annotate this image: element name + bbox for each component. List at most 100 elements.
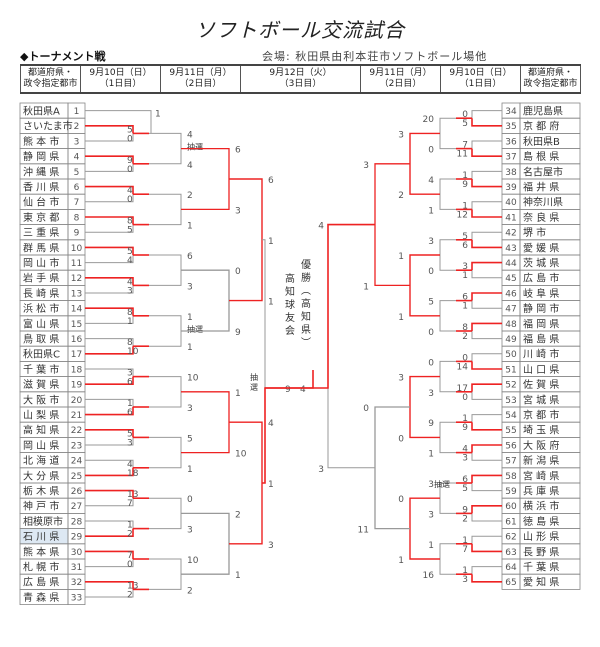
left-team-name: 沖 縄 県 [23,165,59,178]
left-r1-score: 9 [127,156,133,166]
left-r1-score: 1 [127,399,133,409]
header-day1-right: 9月10日（日） （1日目） [440,64,521,94]
left-r1-score: 10 [127,347,139,357]
right-team-number: 59 [505,487,517,497]
left-r1-score: 8 [127,338,133,348]
left-r1-score: 0 [127,165,133,175]
left-r4-bracket [229,178,263,302]
left-team-number: 8 [74,213,80,223]
header-day2-right: 9月11日（月） （2日目） [360,64,441,94]
left-r4-score: 6 [268,176,274,186]
right-team-name: 愛 媛 県 [523,241,559,254]
left-r3-score: 9 [235,328,241,338]
left-r1-line [85,255,134,264]
left-team-name: 大 阪 市 [23,393,59,406]
left-r1-score: 0 [127,195,133,205]
right-r2-score: 9 [428,419,434,429]
left-r1-line [85,489,134,499]
left-team-number: 2 [74,122,80,132]
right-team-number: 48 [505,320,517,330]
champion-label: ︵ [301,286,311,297]
left-team-name: 岩 手 県 [23,272,59,285]
left-r1-line [85,589,134,598]
left-team-number: 18 [71,365,83,375]
left-team-number: 3 [74,137,80,147]
left-team-number: 28 [71,517,83,527]
left-r2-score: 1 [187,313,193,323]
right-r2-score: 0 [428,146,434,156]
right-r1-line [471,292,502,301]
right-team-name: 福 島 県 [523,333,559,346]
left-r2-bracket [149,376,182,408]
left-team-number: 25 [71,472,82,482]
right-team-name: 愛 知 県 [523,576,559,589]
right-r3-bracket [409,132,440,195]
right-r1-score: 12 [457,210,468,220]
right-r2-bracket [439,300,456,332]
champion-label: ︶ [301,337,311,349]
left-bye-line [85,110,152,134]
left-r1-score: 8 [127,217,133,227]
left-r1-line [85,467,134,477]
right-r1-line [471,322,502,331]
right-r1-score: 2 [462,514,468,524]
left-r1-score: 13 [127,490,138,500]
right-team-name: 山 口 県 [523,364,559,376]
right-team-number: 44 [505,259,517,269]
left-team-name: 岡 山 市 [23,257,59,270]
lottery-label: 選 [250,382,258,392]
lottery-label: 抽選 [187,324,203,334]
right-r1-score: 6 [462,293,468,303]
page-title: ソフトボール交流試合 [195,18,405,42]
left-team-name: さいたま市 [23,120,73,133]
left-team-name: 秋田県C [23,348,60,361]
left-team-name: 千 葉 市 [23,363,59,376]
right-final-score: 3 [318,465,324,475]
right-r3-bracket [409,497,440,560]
left-r2-bracket [149,254,182,286]
left-r2-score: 0 [187,495,193,505]
champion-team: 知 [285,285,295,298]
left-r1-score: 13 [127,581,138,591]
right-r1-score: 0 [462,110,468,120]
right-r2-bracket [439,117,456,150]
right-team-name: 福 岡 県 [523,317,559,330]
schedule-header: 都道府県・ 政令指定都市 9月10日（日） （1日目） 9月11日（月） （2日… [20,64,581,94]
left-team-number: 20 [71,396,83,406]
right-r1-line [471,566,502,575]
right-team-number: 58 [505,472,517,482]
left-r1-score: 5 [127,226,133,236]
left-r1-line [85,307,134,316]
right-team-number: 61 [505,517,516,527]
right-r1-line [471,361,502,370]
left-team-name: 東 京 都 [23,211,59,224]
left-team-number: 7 [74,198,80,208]
right-r3-score: 3 [398,374,404,384]
right-r1-score: 3 [462,575,468,585]
left-r1-line [85,437,134,446]
left-team-name: 富 山 県 [23,317,59,330]
left-team-number: 33 [71,593,82,603]
left-team-number: 4 [74,153,80,163]
left-team-name: 熊 本 県 [23,545,59,558]
right-r2-bracket [439,239,456,271]
left-r2-bracket [149,558,182,590]
right-r1-score: 6 [462,475,468,485]
left-r2-score: 2 [187,191,193,201]
left-r1-line [85,376,134,386]
left-r2-bracket [149,436,182,469]
right-team-number: 49 [505,335,517,345]
right-r2-score: 1 [428,450,434,460]
right-r2-score: 0 [428,328,434,338]
right-r4-score: 1 [363,282,369,292]
right-r1-line [471,513,502,522]
right-r1-line [471,118,502,127]
left-team-number: 14 [71,305,83,315]
right-r2-bracket [439,421,456,454]
right-r1-line [471,261,502,271]
left-team-name: 栃 木 県 [23,485,59,498]
right-r1-line [471,391,502,400]
left-team-number: 15 [71,320,82,330]
left-r2-bracket [149,193,182,226]
